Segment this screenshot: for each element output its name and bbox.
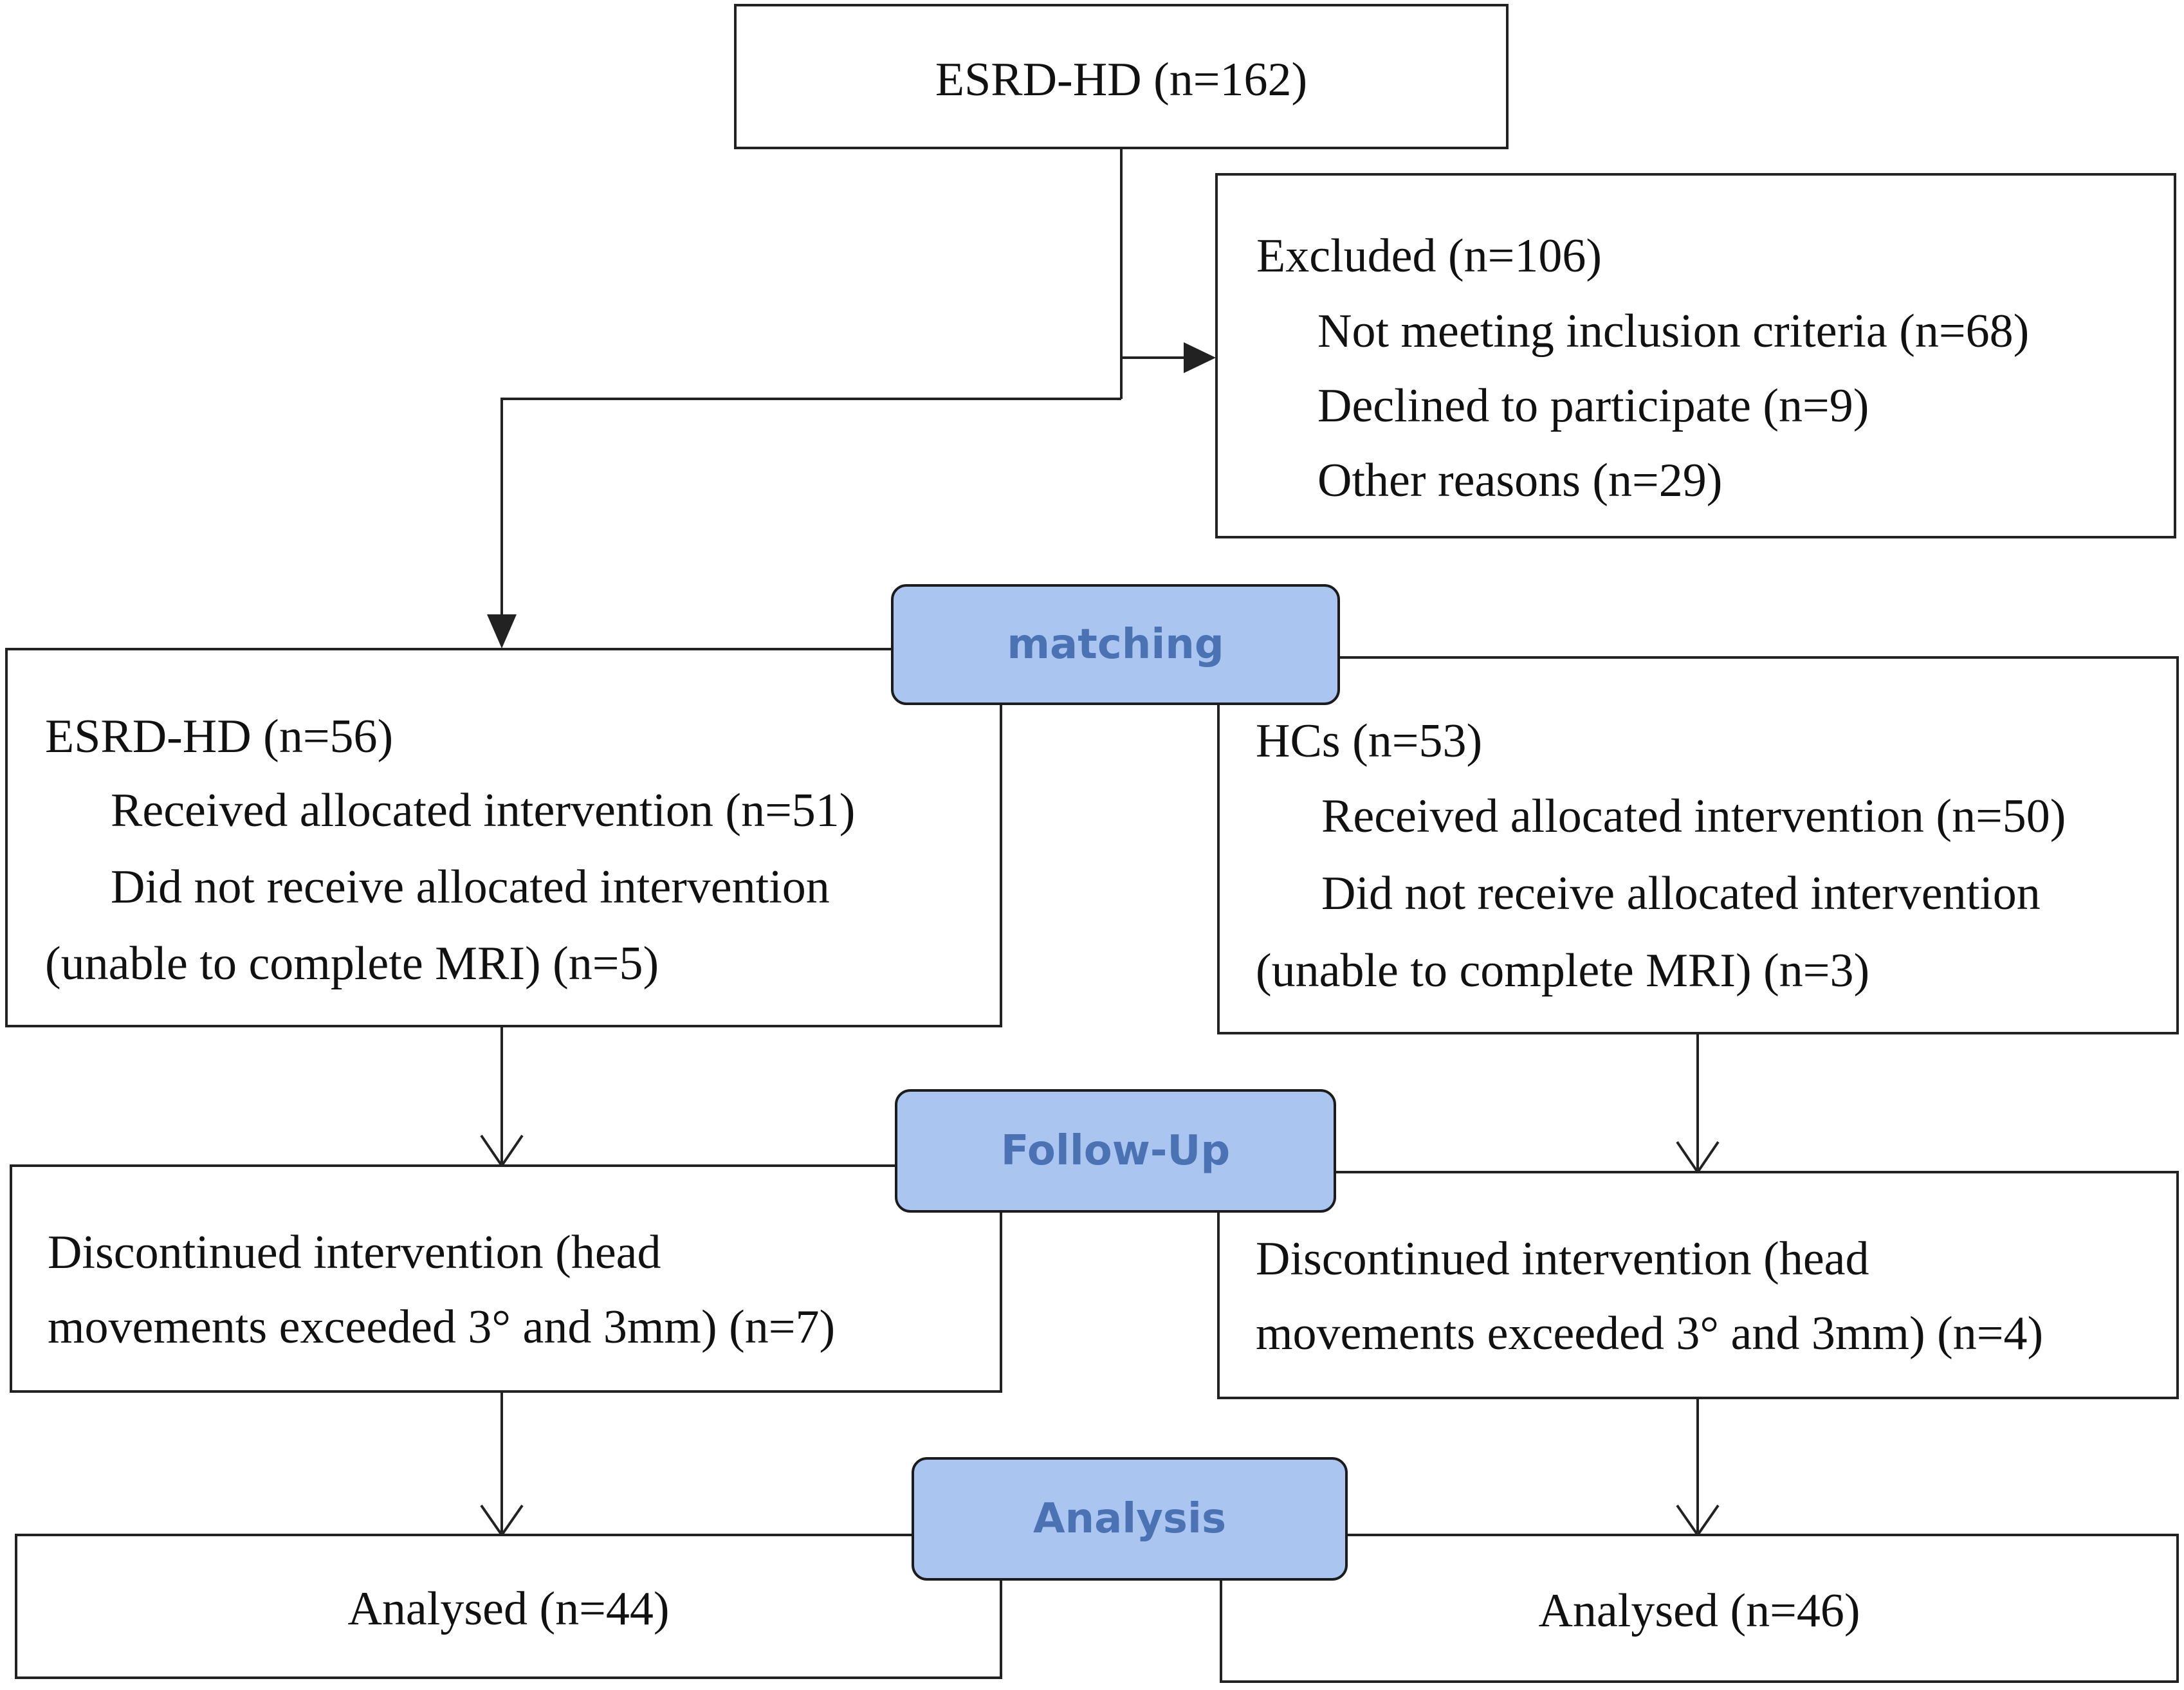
right-group-title: HCs (n=53) — [1256, 715, 1483, 767]
excluded-title: Excluded (n=106) — [1256, 230, 1602, 282]
arrowhead-excluded — [1184, 342, 1216, 373]
right-analysis-box: Analysed (n=46) — [1220, 1534, 2179, 1683]
arrowhead-left-group — [487, 614, 517, 648]
stage-follow-up: Follow-Up — [895, 1089, 1336, 1213]
enrollment-label: ESRD-HD (n=162) — [935, 53, 1308, 106]
connector-to-left-group — [500, 398, 1121, 643]
left-group-title: ESRD-HD (n=56) — [45, 710, 394, 763]
left-analysis-box: Analysed (n=44) — [15, 1534, 1002, 1679]
right-group-box: HCs (n=53) Received allocated interventi… — [1217, 656, 2179, 1034]
left-followup-line2: movements exceeded 3° and 3mm) (n=7) — [48, 1301, 836, 1354]
right-followup-line1: Discontinued intervention (head — [1256, 1233, 1869, 1285]
left-followup-line1: Discontinued intervention (head — [48, 1226, 661, 1279]
left-followup-box: Discontinued intervention (head movement… — [10, 1164, 1002, 1393]
right-group-mri-reason: (unable to complete MRI) (n=3) — [1256, 944, 1870, 997]
left-analysis-label: Analysed (n=44) — [347, 1583, 670, 1635]
excluded-box: Excluded (n=106) Not meeting inclusion c… — [1215, 173, 2176, 538]
excluded-reason-other: Other reasons (n=29) — [1317, 454, 1723, 507]
left-group-box: ESRD-HD (n=56) Received allocated interv… — [5, 648, 1002, 1027]
left-group-received: Received allocated intervention (n=51) — [111, 784, 856, 837]
stage-matching: matching — [891, 584, 1340, 705]
excluded-reason-inclusion: Not meeting inclusion criteria (n=68) — [1317, 305, 2030, 358]
left-group-mri-reason: (unable to complete MRI) (n=5) — [45, 937, 659, 990]
left-group-not-received: Did not receive allocated intervention — [111, 861, 830, 914]
right-followup-line2: movements exceeded 3° and 3mm) (n=4) — [1256, 1307, 2044, 1360]
right-group-received: Received allocated intervention (n=50) — [1321, 790, 2066, 843]
right-group-not-received: Did not receive allocated intervention — [1321, 867, 2041, 920]
stage-analysis: Analysis — [912, 1457, 1348, 1581]
excluded-reason-declined: Declined to participate (n=9) — [1317, 380, 1869, 432]
right-analysis-label: Analysed (n=46) — [1538, 1584, 1860, 1637]
enrollment-box: ESRD-HD (n=162) — [734, 4, 1509, 149]
right-followup-box: Discontinued intervention (head movement… — [1217, 1171, 2179, 1399]
